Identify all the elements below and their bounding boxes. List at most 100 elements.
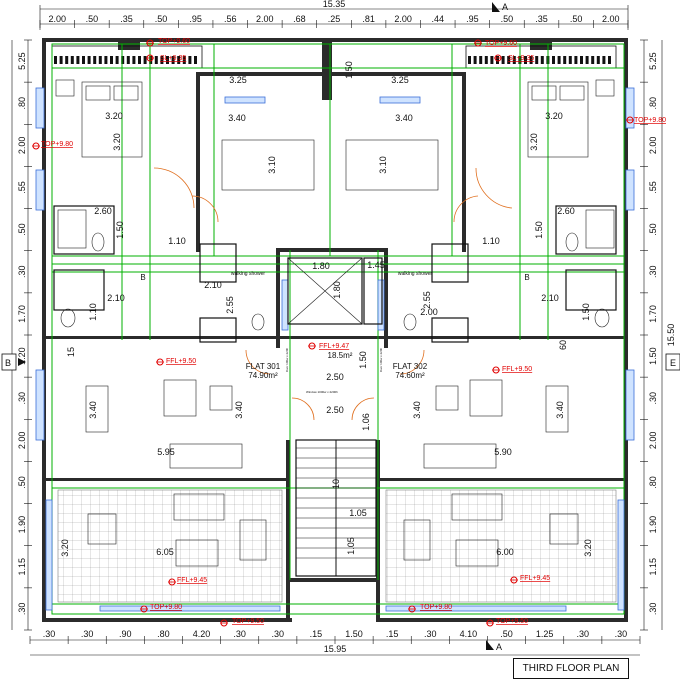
top-dim-9: .81 <box>362 14 375 24</box>
right-dim-0: 5.25 <box>648 52 658 70</box>
dim-bedc-right-w: 3.40 <box>395 113 413 123</box>
bottom-dim-11: 4.10 <box>460 629 478 639</box>
dim-top-right: 3.25 <box>391 75 409 85</box>
living-furniture <box>85 379 579 567</box>
level-ffl-right: FFL+9.50 <box>502 366 532 373</box>
dim-lift-shaft: 1.45 <box>367 260 385 270</box>
top-dim-8: .25 <box>328 14 341 24</box>
bottom-dim-9: .15 <box>386 629 399 639</box>
dim-bath-right: 2.60 <box>557 206 575 216</box>
bedroom-furniture <box>55 79 615 191</box>
dim-wc-left: 2.10 <box>204 280 222 290</box>
door-note-left: Door 100w x 220h <box>285 347 289 372</box>
level-top-right: TOP+9.60 <box>485 40 517 47</box>
dim-terrace-right-v: 3.20 <box>583 539 593 557</box>
bottom-dim-14: .30 <box>577 629 590 639</box>
left-dim-3: .55 <box>17 181 27 194</box>
flat-301-area: 74.90m² <box>248 371 278 380</box>
outer-walls <box>42 38 628 622</box>
right-dim-5: .30 <box>648 266 658 279</box>
staircase <box>295 439 377 577</box>
terraces <box>57 489 617 603</box>
bottom-dim-2: .90 <box>119 629 132 639</box>
level-top-bottom2-right: TOP+9.50 <box>496 618 528 625</box>
dim-wc-right: 2.00 <box>420 307 438 317</box>
right-dim-8: .30 <box>648 392 658 405</box>
top-dim-15: .50 <box>570 14 583 24</box>
right-dimensions: 5.25.802.00.55.50.301.701.50.302.00.801.… <box>640 39 676 631</box>
lobby-area: 18.5m² <box>328 351 353 360</box>
kitchen-mark-left: B <box>140 273 145 282</box>
top-dim-16: 2.00 <box>602 14 620 24</box>
window-note: Window 1000w x 2200h <box>306 390 338 394</box>
dim-terrace-left-v: 3.20 <box>60 539 70 557</box>
door-notes: Door 100w x 220h Door 100w x 220h Window… <box>285 347 383 394</box>
top-dim-13: .50 <box>501 14 514 24</box>
room-dimension-labels: 3.25 3.25 1.50 3.20 3.20 3.20 3.20 3.40 … <box>60 61 593 557</box>
dim-stairs-v: 1.06 <box>361 413 371 431</box>
level-labels: TOP+9.60 TOP+9.60 SL+9.35 SL+9.35 TOP+9.… <box>41 38 666 625</box>
left-dim-10: .50 <box>17 476 27 489</box>
dim-lift: 1.80 <box>312 261 330 271</box>
right-dim-4: .50 <box>648 223 658 236</box>
bottom-dim-5: .30 <box>233 629 246 639</box>
left-dim-1: .80 <box>17 97 27 110</box>
right-dim-11: 1.90 <box>648 516 658 534</box>
dim-wc-right-v: 1.50 <box>581 303 591 321</box>
left-dim-6: 1.70 <box>17 305 27 323</box>
dim-k-right: 60 <box>558 340 568 350</box>
dim-wc-right-h: 2.55 <box>422 291 432 309</box>
top-dim-4: .95 <box>189 14 202 24</box>
level-ffl-terrace-left: FFL+9.45 <box>177 577 207 584</box>
dim-bedc-left-w: 3.40 <box>228 113 246 123</box>
top-dim-7: .68 <box>293 14 306 24</box>
top-total-dim: 15.35 <box>323 0 346 9</box>
right-dim-6: 1.70 <box>648 305 658 323</box>
windows <box>35 87 635 612</box>
level-sl-left: SL+9.35 <box>160 55 186 62</box>
top-dim-5: .56 <box>224 14 237 24</box>
bottom-dim-1: .30 <box>81 629 94 639</box>
dim-lift-h: 1.80 <box>332 281 342 299</box>
top-dim-14: .35 <box>535 14 548 24</box>
right-dim-13: .30 <box>648 603 658 616</box>
dim-stairs-v2: 10 <box>331 479 341 489</box>
dim-bed-left-w: 3.20 <box>105 111 123 121</box>
dim-wc-left-h: 2.55 <box>225 296 235 314</box>
bottom-dim-15: .30 <box>615 629 628 639</box>
left-dim-4: .50 <box>17 223 27 236</box>
bottom-dim-4: 4.20 <box>193 629 211 639</box>
dim-wc-left-v: 1.10 <box>88 303 98 321</box>
level-top-bottom-left: TOP+9.80 <box>150 604 182 611</box>
top-dim-12: .95 <box>466 14 479 24</box>
dim-terrace-right: 6.00 <box>496 547 514 557</box>
left-dimensions: 5.25.802.00.55.50.301.701.20.302.00.501.… <box>11 39 32 631</box>
left-dim-7: 1.20 <box>17 347 27 365</box>
flat-labels: FLAT 301 74.90m² FLAT 302 74.60m² 18.5m²… <box>231 271 433 380</box>
level-top-bottom-right: TOP+9.80 <box>420 604 452 611</box>
bottom-dim-7: .15 <box>310 629 323 639</box>
top-dim-2: .35 <box>120 14 133 24</box>
level-markers <box>32 39 634 627</box>
right-dim-10: .80 <box>648 476 658 489</box>
bottom-dim-10: .30 <box>424 629 437 639</box>
level-top-side-left: TOP+9.80 <box>41 141 73 148</box>
dim-stairs-m2: 1.05 <box>346 537 356 555</box>
dim-bath-left: 2.60 <box>94 206 112 216</box>
dim-top-left: 3.25 <box>229 75 247 85</box>
right-dim-3: .55 <box>648 181 658 194</box>
bottom-dim-6: .30 <box>272 629 285 639</box>
left-dim-5: .30 <box>17 266 27 279</box>
left-dim-11: 1.90 <box>17 516 27 534</box>
bathrooms <box>53 205 617 343</box>
left-dim-9: 2.00 <box>17 432 27 450</box>
dim-bed-right-h: 3.20 <box>529 133 539 151</box>
section-a-top: A <box>502 2 508 12</box>
dim-k-left: 15 <box>66 347 76 357</box>
level-ffl-center: FFL+9.47 <box>319 343 349 350</box>
dim-top-center: 1.50 <box>344 61 354 79</box>
flat-301-name: FLAT 301 <box>246 362 281 371</box>
